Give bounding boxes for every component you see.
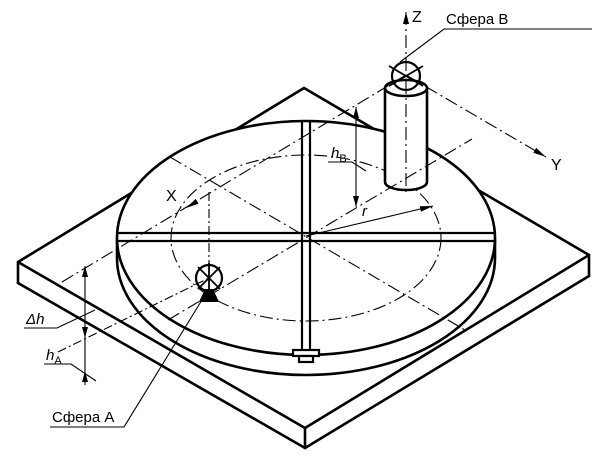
sphere-b-symbol <box>388 60 424 92</box>
dimension-dh-ha: Δh hA <box>24 266 210 385</box>
hb-arrow-bottom <box>353 196 359 207</box>
sphere-a-leader <box>50 294 206 428</box>
r-arrow <box>419 206 433 212</box>
dh-arrow-top <box>82 266 88 277</box>
sphere-b-circle <box>390 60 422 92</box>
ha-label: hA <box>46 347 62 367</box>
sphere-a-level-line <box>57 277 210 353</box>
table-side-outline <box>115 238 497 377</box>
z-axis-arrow <box>403 12 409 24</box>
x-axis-arrow <box>186 198 199 208</box>
table-centerlines <box>167 138 473 331</box>
r-dimension-line <box>305 205 434 237</box>
table-centerline-y <box>169 156 466 331</box>
sphere-a-label: Сфера A <box>52 409 114 426</box>
y-axis-line <box>405 74 547 158</box>
x-axis-line <box>61 74 407 283</box>
coordinate-axes: Z X Y <box>61 9 562 283</box>
sphere-b-label: Сфера B <box>446 11 508 28</box>
table-centerline-x <box>167 138 473 321</box>
t-slots <box>117 121 495 351</box>
base-plate-corner-edges <box>16 253 591 450</box>
table-top-face <box>115 119 497 357</box>
dh-label: Δh <box>25 311 44 328</box>
y-axis-arrow <box>533 147 546 157</box>
sphere-a-symbol <box>194 192 224 302</box>
dh-label-shelf <box>24 309 96 329</box>
hb-label-shelf <box>328 161 367 172</box>
hb-arrow-top <box>353 107 359 118</box>
sphere-a-spokes <box>197 263 221 293</box>
dimension-r: r <box>305 203 434 237</box>
ha-label-shelf <box>44 363 97 382</box>
t-slot-horizontal <box>117 231 495 243</box>
sphere-b-leader <box>399 28 592 63</box>
reference-circle <box>170 154 442 322</box>
hb-label: hB <box>331 145 347 165</box>
z-axis-label: Z <box>412 9 422 26</box>
dimension-hb: hB <box>328 107 367 207</box>
sphere-callouts: Сфера B Сфера A <box>50 11 592 428</box>
y-axis-label: Y <box>551 157 562 174</box>
slot-foot-base <box>297 354 315 364</box>
dh-arrow-bottom <box>82 327 88 338</box>
sphere-a-pedestal <box>199 289 219 302</box>
ha-arrow-bottom <box>82 371 88 382</box>
r-label: r <box>362 203 368 220</box>
x-axis-label: X <box>166 188 177 205</box>
